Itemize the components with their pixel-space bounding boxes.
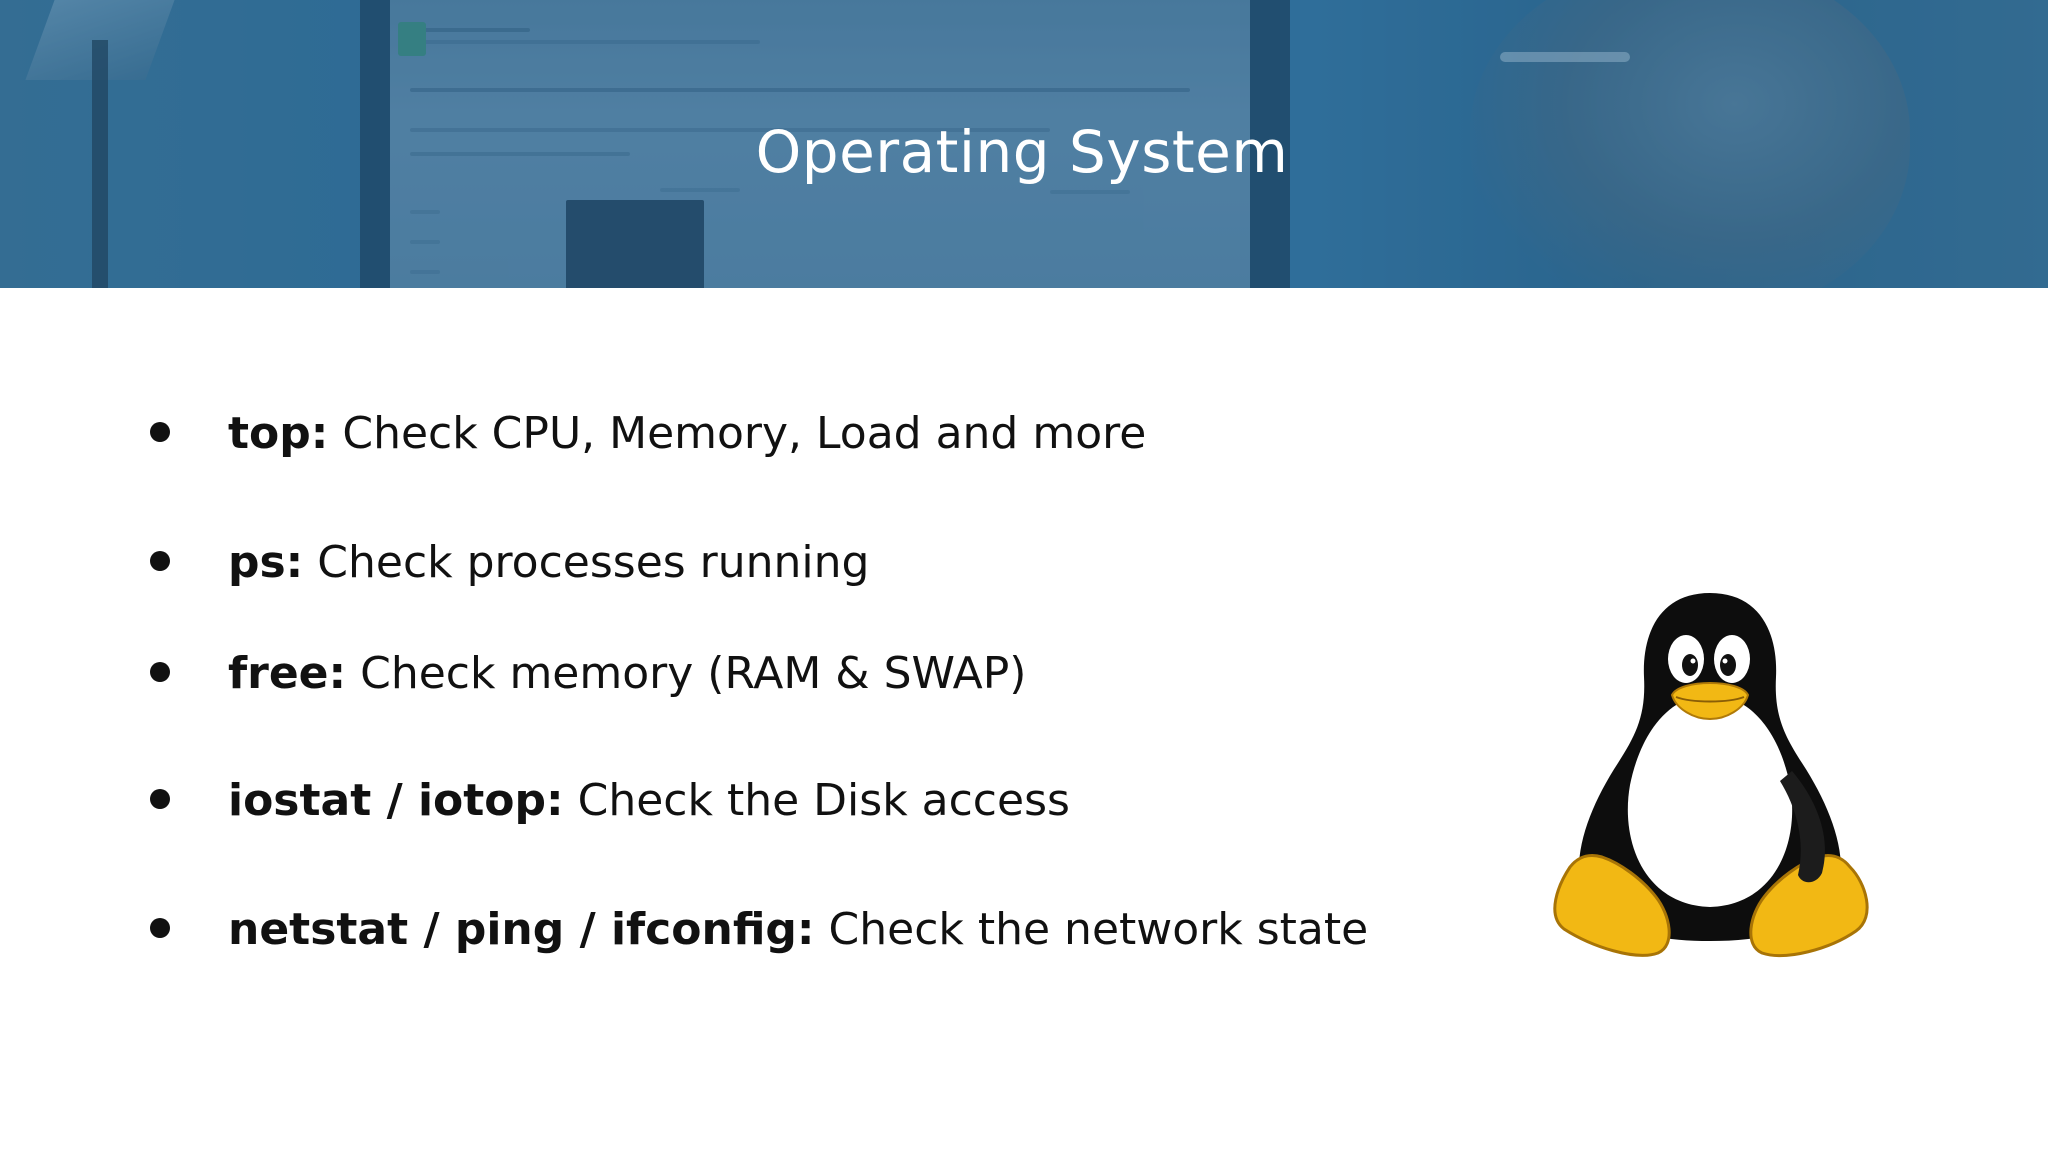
bullet-description: Check the Disk access bbox=[563, 775, 1070, 826]
slide-title: Operating System bbox=[755, 118, 1289, 186]
bullet-command: top: bbox=[228, 408, 329, 459]
background-photo-element bbox=[92, 40, 108, 288]
background-person bbox=[1470, 0, 1910, 288]
bullet-command: free: bbox=[228, 648, 347, 699]
bullet-text: iostat / iotop: Check the Disk access bbox=[228, 775, 1070, 827]
banner-tint bbox=[0, 0, 2048, 288]
bullet-text: netstat / ping / ifconfig: Check the net… bbox=[228, 904, 1368, 956]
background-photo-element bbox=[566, 200, 704, 288]
bullet-command: netstat / ping / ifconfig: bbox=[228, 904, 815, 955]
background-photo-element bbox=[1500, 52, 1630, 62]
bullet-command: ps: bbox=[228, 537, 304, 588]
header-banner: Operating System bbox=[0, 0, 2048, 288]
bullet-text: ps: Check processes running bbox=[228, 537, 869, 589]
bullet-dot bbox=[150, 551, 170, 571]
bullet-dot bbox=[150, 422, 170, 442]
background-screen bbox=[390, 0, 1250, 288]
bullet-dot bbox=[150, 662, 170, 682]
bullet-text: top: Check CPU, Memory, Load and more bbox=[228, 408, 1146, 460]
linux-tux-penguin-icon bbox=[1553, 593, 1869, 957]
bullet-description: Check memory (RAM & SWAP) bbox=[346, 648, 1027, 699]
bullet-dot bbox=[150, 789, 170, 809]
background-photo-element bbox=[398, 22, 426, 56]
bullet-description: Check the network state bbox=[814, 904, 1369, 955]
bullet-dot bbox=[150, 918, 170, 938]
bullet-command: iostat / iotop: bbox=[228, 775, 564, 826]
bullet-description: Check CPU, Memory, Load and more bbox=[328, 408, 1147, 459]
bullet-text: free: Check memory (RAM & SWAP) bbox=[228, 648, 1026, 700]
bullet-description: Check processes running bbox=[303, 537, 870, 588]
